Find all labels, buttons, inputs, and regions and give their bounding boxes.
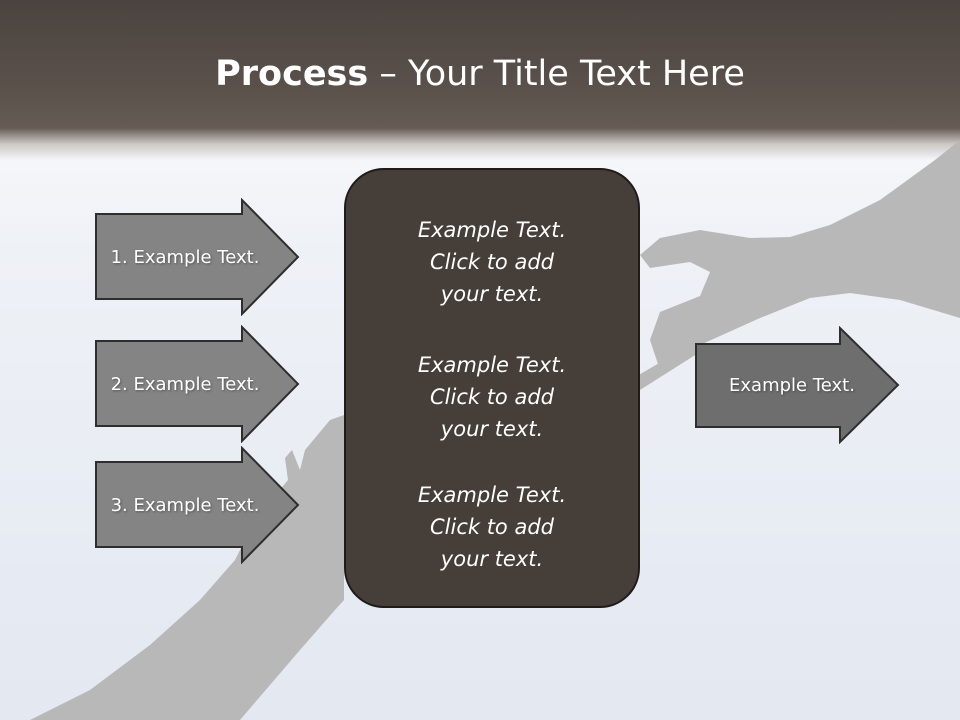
title-banner <box>0 0 960 160</box>
paragraph-3-line-3: your text. <box>440 547 544 571</box>
left-arrow-1-label: 1. Example Text. <box>110 246 260 268</box>
left-arrow-2[interactable]: 2. Example Text. <box>94 325 300 443</box>
paragraph-1-line-2: Click to add <box>429 250 554 274</box>
paragraph-2-line-1: Example Text. <box>417 353 567 377</box>
left-arrow-3-label: 3. Example Text. <box>110 494 260 516</box>
arrow-shape-2 <box>95 325 300 443</box>
paragraph-2-line-3: your text. <box>440 417 544 441</box>
arrow-shape-3 <box>95 446 300 564</box>
left-arrow-1[interactable]: 1. Example Text. <box>94 198 300 316</box>
title-rest: – Your Title Text Here <box>368 54 745 94</box>
paragraph-2-line-2: Click to add <box>429 385 554 409</box>
center-paragraph-3: Example Text. Click to add your text. <box>346 479 638 575</box>
center-paragraph-1: Example Text. Click to add your text. <box>346 214 638 310</box>
paragraph-3-line-1: Example Text. <box>417 483 567 507</box>
paragraph-3-line-2: Click to add <box>429 515 554 539</box>
right-arrow[interactable]: Example Text. <box>694 326 900 444</box>
paragraph-1-line-1: Example Text. <box>417 218 567 242</box>
slide-title: Process – Your Title Text Here <box>0 52 960 96</box>
center-paragraph-2: Example Text. Click to add your text. <box>346 349 638 445</box>
center-text-box[interactable]: Example Text. Click to add your text. Ex… <box>344 168 640 608</box>
title-bold-word: Process <box>215 54 369 94</box>
right-arrow-label: Example Text. <box>729 374 855 396</box>
paragraph-1-line-3: your text. <box>440 282 544 306</box>
left-arrow-3[interactable]: 3. Example Text. <box>94 446 300 564</box>
right-arrow-shape <box>695 326 900 444</box>
left-arrow-2-label: 2. Example Text. <box>110 373 260 395</box>
arrow-shape-1 <box>95 198 300 316</box>
